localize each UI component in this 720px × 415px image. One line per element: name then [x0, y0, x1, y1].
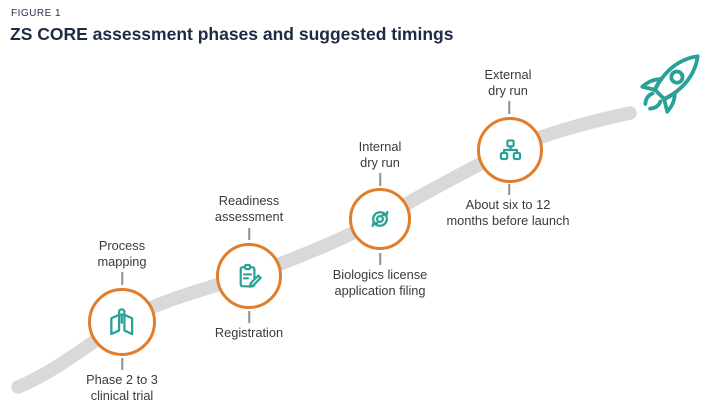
figure-label: FIGURE 1 [11, 8, 62, 19]
rocket-icon [620, 40, 720, 145]
milestone-circle-external-dry-run [477, 117, 543, 183]
milestone-bottom-label: Biologics license application filing [332, 267, 428, 298]
sync-icon [371, 210, 389, 228]
tick-connector [248, 228, 250, 240]
milestone-bottom-label: About six to 12 months before launch [446, 197, 570, 228]
milestone-top-label: Readiness assessment [214, 193, 284, 224]
milestone-top-label: External dry run [484, 67, 532, 98]
tick-connector [508, 184, 510, 195]
map-pin-icon [110, 308, 134, 336]
milestone-top-label: Process mapping [97, 238, 147, 269]
clipboard-pencil-icon [239, 263, 262, 288]
milestone-circle-internal-dry-run [349, 188, 411, 250]
milestone-bottom-label: Phase 2 to 3 clinical trial [86, 372, 158, 403]
tick-connector [121, 272, 123, 285]
milestone-circle-readiness-assessment [216, 243, 282, 309]
tick-connector [379, 173, 381, 186]
milestone-top-label: Internal dry run [358, 139, 402, 170]
org-chart-icon [499, 138, 521, 160]
tick-connector [121, 358, 123, 370]
tick-connector [379, 253, 381, 265]
tick-connector [248, 311, 250, 323]
milestone-bottom-label: Registration [214, 325, 284, 340]
milestone-circle-process-mapping [88, 288, 156, 356]
figure-title: ZS CORE assessment phases and suggested … [10, 24, 454, 44]
tick-connector [508, 101, 510, 114]
